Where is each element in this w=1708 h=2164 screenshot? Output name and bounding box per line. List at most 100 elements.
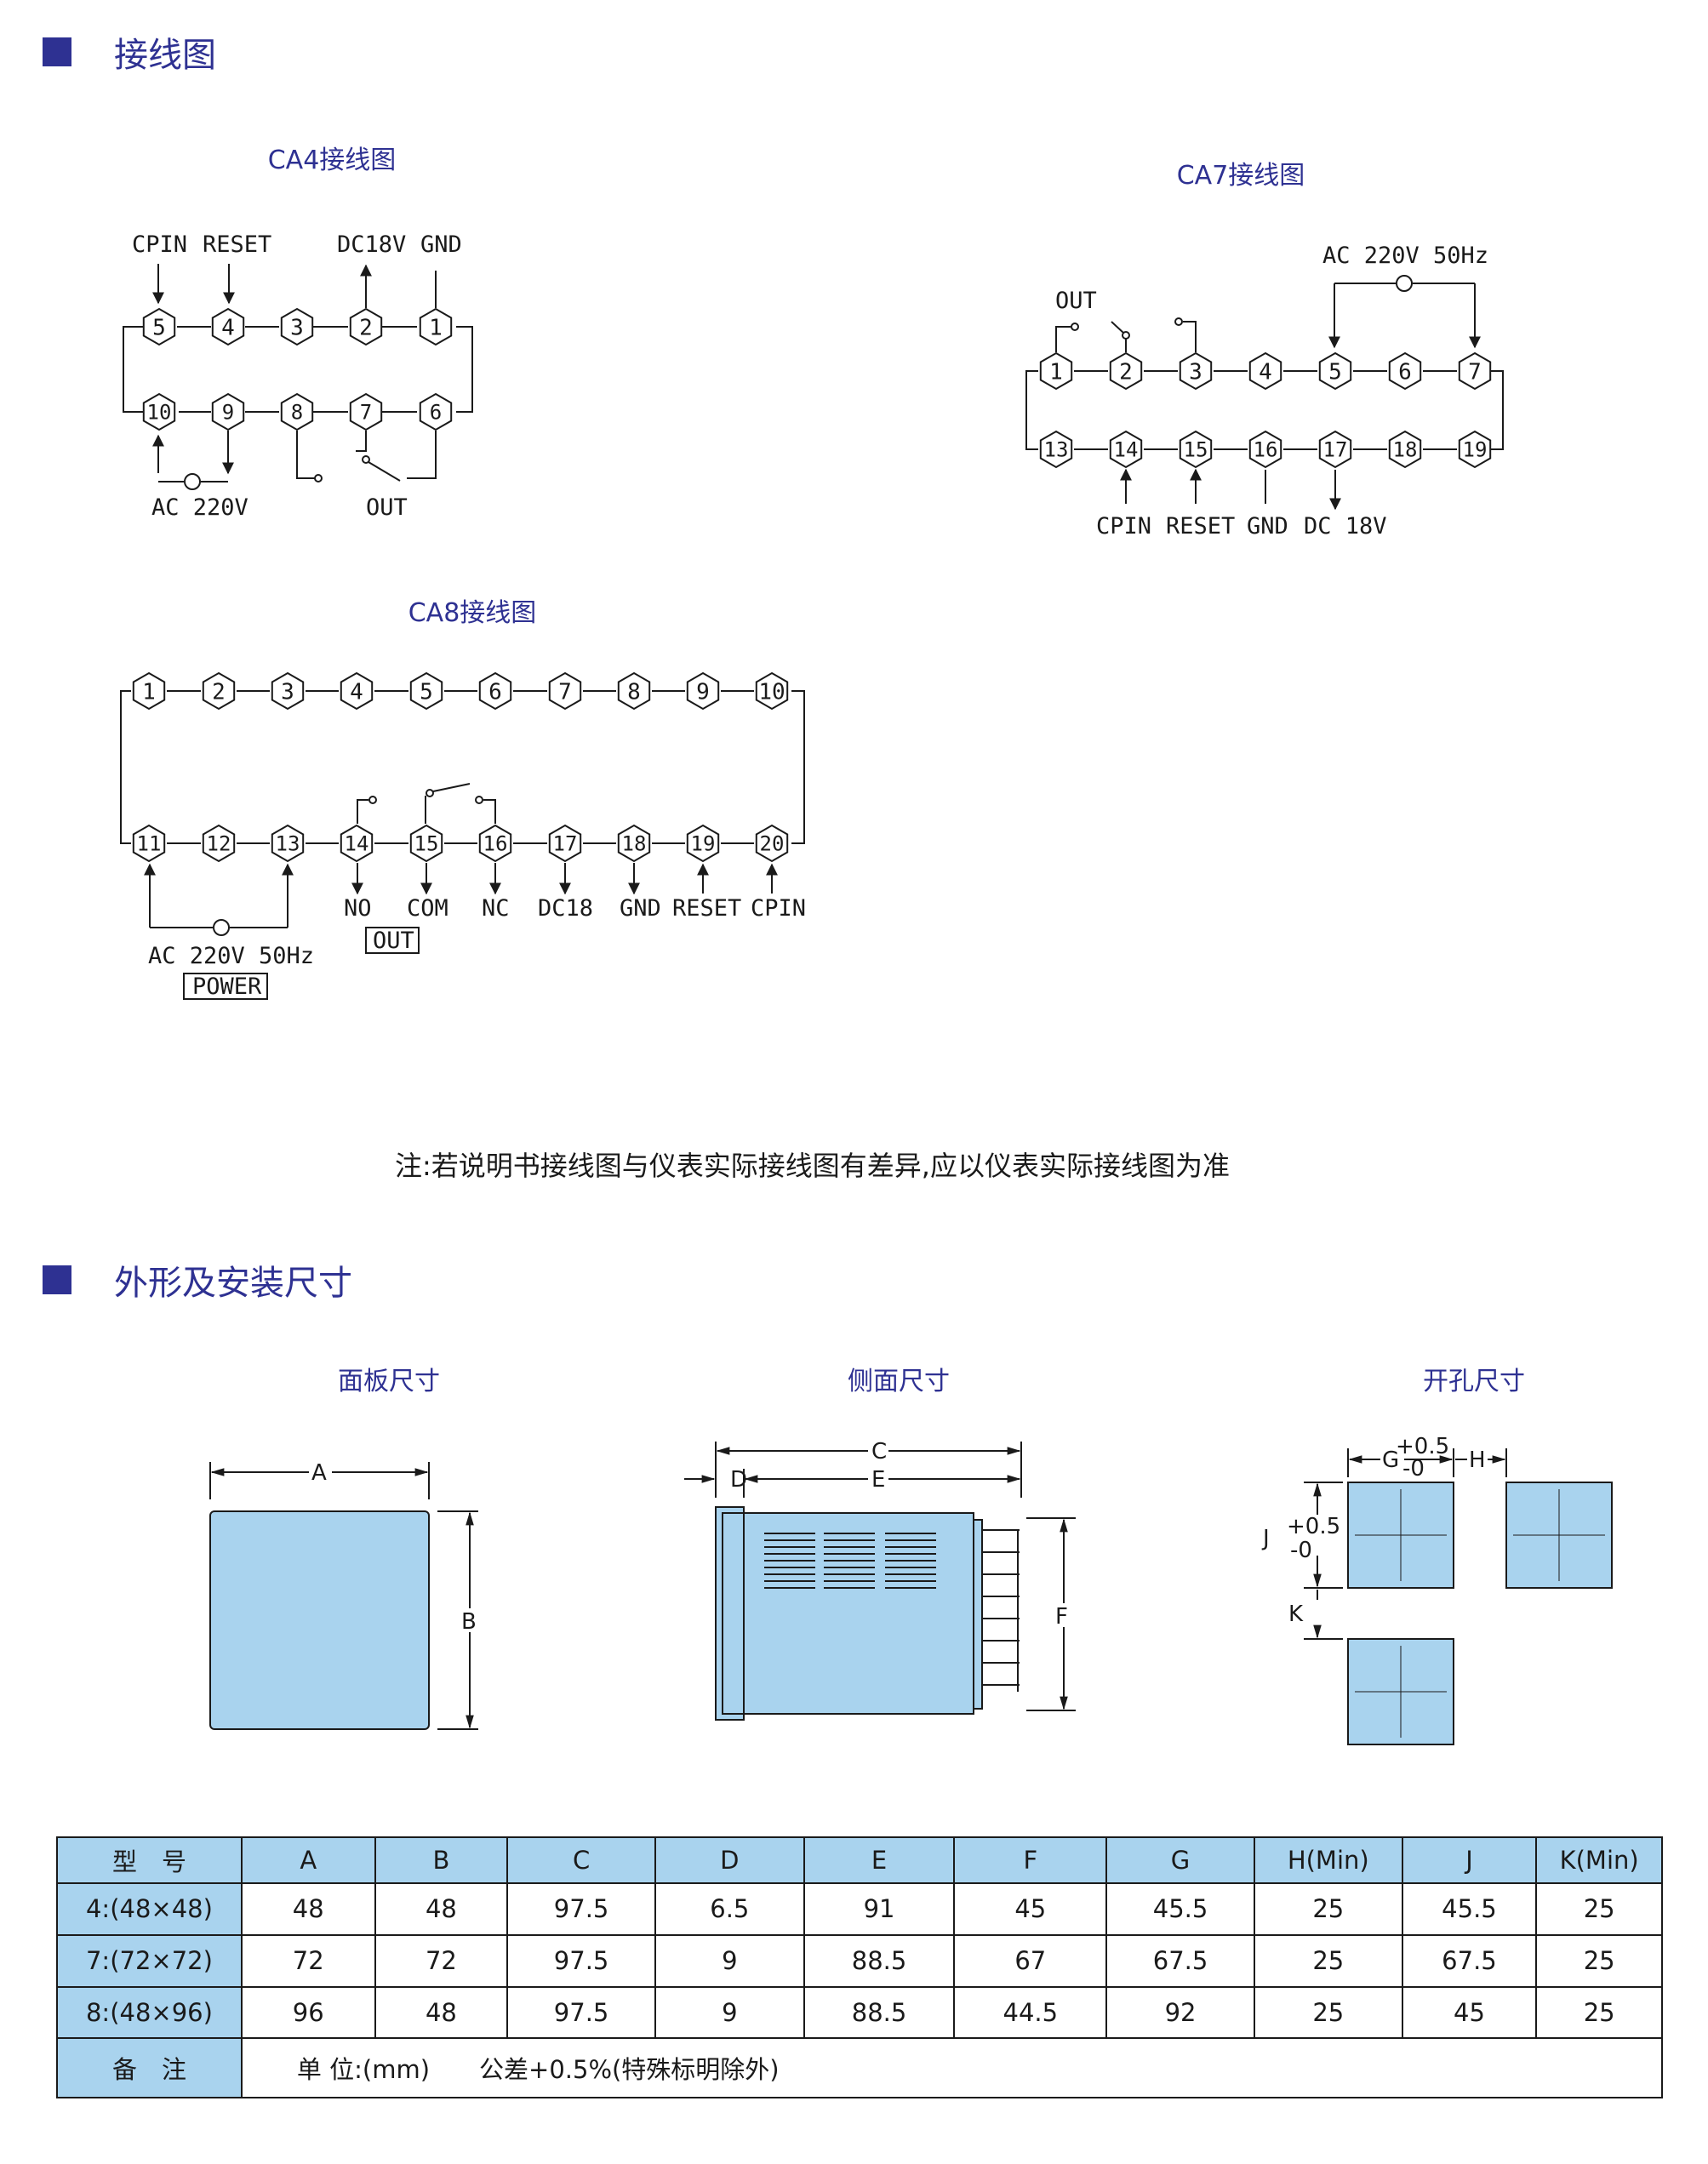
terminal-pin: [340, 824, 374, 863]
terminal-pin-number: 10: [758, 679, 785, 705]
table-cell: 25: [1535, 1985, 1663, 2040]
terminal-pin: [1318, 430, 1352, 469]
terminal-pin-number: 14: [1114, 438, 1139, 462]
ca8-label-nc: NC: [482, 895, 510, 922]
row-model: 8:(48×96): [56, 1985, 243, 2040]
terminal-pin-number: 13: [276, 832, 300, 856]
table-cell: 97.5: [506, 1882, 656, 1936]
terminal-pin-number: 7: [1468, 359, 1482, 385]
cutout-j-tol-minus: -0: [1290, 1538, 1312, 1563]
ca7-label-dc18v: DC 18V: [1304, 513, 1387, 540]
ca7-label-ac: AC 220V 50Hz: [1322, 243, 1488, 269]
ca8-label-cpin: CPIN: [751, 895, 806, 922]
ca7-title: CA7接线图: [1176, 161, 1305, 191]
terminal-pin-number: 5: [1328, 359, 1342, 385]
dimension-drawings: A B: [209, 1434, 1613, 1745]
terminal-pin-number: 1: [142, 679, 156, 705]
terminal-pin-number: 10: [147, 401, 172, 425]
table-cell: 9: [654, 1985, 805, 2040]
spec-header-h: H(Min): [1253, 1836, 1403, 1884]
ca7-diagram: [1025, 275, 1504, 511]
terminal-pin-number: 8: [627, 679, 641, 705]
spec-table-header-row: 型 号 A B C D E F G H(Min) J K(Min): [56, 1836, 1663, 1884]
terminal-pin-number: 6: [1398, 359, 1412, 385]
ca4-label-dc18v: DC18V: [337, 231, 406, 258]
terminal-pin: [1248, 351, 1282, 391]
terminal-pin-number: 9: [222, 401, 234, 425]
ca8-label-dc18: DC18: [538, 895, 593, 922]
terminal-pin: [686, 671, 720, 711]
wiring-note: 注:若说明书接线图与仪表实际接线图有差异,应以仪表实际接线图为准: [395, 1150, 1230, 1182]
panel-dim-b: B: [461, 1609, 477, 1635]
ca8-title: CA8接线图: [408, 598, 537, 628]
cutout-dim-g: G: [1382, 1447, 1399, 1473]
terminal-pin-number: 2: [359, 315, 373, 340]
terminal-pin-number: 4: [350, 679, 363, 705]
cutout-size-title: 开孔尺寸: [1423, 1367, 1525, 1396]
spec-header-e: E: [803, 1836, 956, 1884]
side-drawing: [684, 1442, 1076, 1721]
terminal-pin: [202, 671, 236, 711]
terminal-pin: [409, 671, 443, 711]
terminal-pin: [132, 671, 166, 711]
spec-header-a: A: [240, 1836, 376, 1884]
ca7-label-cpin: CPIN: [1096, 513, 1151, 540]
terminal-pin: [1318, 351, 1352, 391]
spec-header-model: 型 号: [56, 1836, 243, 1884]
terminal-pin-number: 11: [137, 832, 162, 856]
terminal-pin-number: 16: [483, 832, 508, 856]
terminal-pin: [617, 824, 651, 863]
table-cell: 67.5: [1105, 1933, 1255, 1988]
spec-header-b: B: [374, 1836, 509, 1884]
terminal-pin: [1179, 351, 1213, 391]
terminal-pin: [1179, 430, 1213, 469]
table-cell: 45.5: [1105, 1882, 1255, 1936]
spec-header-j: J: [1401, 1836, 1538, 1884]
terminal-pin: [1458, 351, 1492, 391]
table-cell: 97.5: [506, 1985, 656, 2040]
cutout-j-tol-plus: +0.5: [1287, 1514, 1340, 1539]
panel-dim-a: A: [311, 1460, 327, 1486]
terminal-pin-number: 15: [414, 832, 439, 856]
table-cell: 67: [953, 1933, 1108, 1988]
terminal-pin: [142, 392, 176, 431]
ca8-power-box-label: POWER: [192, 974, 262, 1000]
row-model: 7:(72×72): [56, 1933, 243, 1988]
terminal-pin: [132, 824, 166, 863]
terminal-pin-number: 12: [207, 832, 231, 856]
terminal-pin: [349, 392, 383, 431]
cutout-g-tol-plus: +0.5: [1396, 1434, 1449, 1459]
terminal-pin: [617, 671, 651, 711]
table-cell: 45: [1401, 1985, 1538, 2040]
terminal-pin-number: 1: [1049, 359, 1063, 385]
table-row: 4:(48×48) 48 48 97.5 6.5 91 45 45.5 25 4…: [56, 1882, 1663, 1936]
terminal-pin-number: 13: [1044, 438, 1069, 462]
terminal-pin-number: 19: [1463, 438, 1488, 462]
terminal-pin: [280, 307, 314, 346]
table-cell: 45.5: [1401, 1882, 1538, 1936]
ca8-label-com: COM: [407, 895, 448, 922]
terminal-pin-number: 3: [290, 315, 304, 340]
ca4-title: CA4接线图: [267, 146, 397, 175]
terminal-pin: [349, 307, 383, 346]
terminal-pin: [686, 824, 720, 863]
terminal-pin: [478, 671, 512, 711]
terminal-pin-number: 17: [553, 832, 578, 856]
terminal-pin: [142, 307, 176, 346]
table-cell: 25: [1535, 1882, 1663, 1936]
ca4-label-ac: AC 220V: [151, 494, 248, 521]
spec-header-k: K(Min): [1535, 1836, 1663, 1884]
table-cell: 6.5: [654, 1882, 805, 1936]
terminal-pin-number: 6: [430, 401, 442, 425]
ca4-label-cpin: CPIN: [132, 231, 187, 258]
terminal-pin-number: 6: [488, 679, 502, 705]
table-cell: 72: [374, 1933, 509, 1988]
terminal-pin-number: 15: [1184, 438, 1208, 462]
ca8-label-gnd: GND: [620, 895, 661, 922]
terminal-pin-number: 7: [558, 679, 572, 705]
terminal-pin-number: 7: [360, 401, 372, 425]
